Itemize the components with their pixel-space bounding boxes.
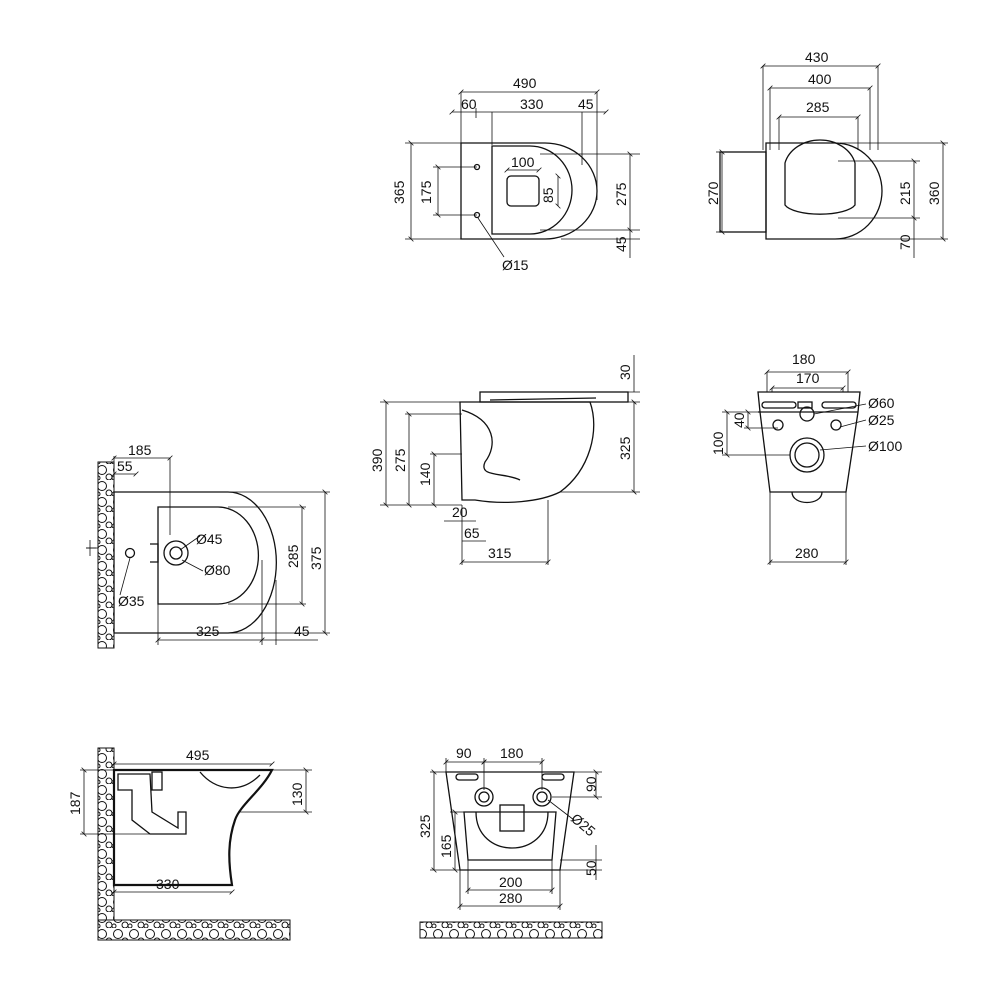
bidet-back-view: 90 180 90 325 165 Ø25 50 200 280 bbox=[417, 745, 603, 939]
bidet-top-view: 185 55 Ø45 Ø80 Ø35 285 375 325 45 bbox=[86, 442, 330, 649]
dim-365: 365 bbox=[391, 180, 407, 204]
dim-30: 30 bbox=[617, 364, 633, 380]
dim-45-bottom: 45 bbox=[613, 236, 629, 252]
dim-45-bidet: 45 bbox=[294, 623, 310, 639]
dim-85: 85 bbox=[540, 187, 556, 203]
dim-90-left: 90 bbox=[456, 745, 472, 761]
dim-70: 70 bbox=[897, 234, 913, 250]
top-bowl-view: 490 60 330 45 100 365 175 85 275 45 Ø15 bbox=[391, 75, 640, 273]
dim-375: 375 bbox=[308, 546, 324, 570]
dim-d80: Ø80 bbox=[204, 562, 231, 578]
dim-215: 215 bbox=[897, 181, 913, 205]
dim-490: 490 bbox=[513, 75, 537, 91]
dim-d35: Ø35 bbox=[118, 593, 145, 609]
dim-45-top: 45 bbox=[578, 96, 594, 112]
dim-200: 200 bbox=[499, 874, 523, 890]
dim-140: 140 bbox=[417, 462, 433, 486]
dim-130: 130 bbox=[289, 782, 305, 806]
dim-330: 330 bbox=[520, 96, 544, 112]
dim-170: 170 bbox=[796, 370, 820, 386]
dim-280-back: 280 bbox=[795, 545, 819, 561]
dim-285: 285 bbox=[806, 99, 830, 115]
dim-187: 187 bbox=[67, 791, 83, 815]
dim-330-bidet: 330 bbox=[156, 876, 180, 892]
dim-165: 165 bbox=[438, 834, 454, 858]
dim-280-bidet: 280 bbox=[499, 890, 523, 906]
dim-65: 65 bbox=[464, 525, 480, 541]
dim-495: 495 bbox=[186, 747, 210, 763]
dim-430: 430 bbox=[805, 49, 829, 65]
dim-d25: Ø25 bbox=[868, 412, 895, 428]
dim-50: 50 bbox=[583, 860, 599, 876]
dim-40: 40 bbox=[731, 412, 747, 428]
dim-d15: Ø15 bbox=[502, 257, 529, 273]
dim-100: 100 bbox=[511, 154, 535, 170]
top-seat-view: 430 400 285 270 215 360 70 bbox=[705, 49, 948, 258]
dim-185: 185 bbox=[128, 442, 152, 458]
dim-175: 175 bbox=[418, 180, 434, 204]
dim-390: 390 bbox=[369, 448, 385, 472]
dim-270: 270 bbox=[705, 181, 721, 205]
dim-100-back: 100 bbox=[710, 431, 726, 455]
dim-325-side: 325 bbox=[617, 436, 633, 460]
dim-d25-bidet: Ø25 bbox=[568, 810, 599, 839]
dim-90-top: 90 bbox=[583, 776, 599, 792]
dim-360: 360 bbox=[926, 181, 942, 205]
back-view: 180 170 40 100 Ø60 Ø25 Ø100 280 bbox=[710, 351, 902, 565]
dim-180-back: 180 bbox=[792, 351, 816, 367]
dim-55: 55 bbox=[117, 458, 133, 474]
dim-325-bidet: 325 bbox=[196, 623, 220, 639]
dim-d100: Ø100 bbox=[868, 438, 902, 454]
bidet-section-view: 495 187 130 330 bbox=[67, 747, 312, 941]
dim-285-bidet: 285 bbox=[285, 544, 301, 568]
dim-400: 400 bbox=[808, 71, 832, 87]
dim-315: 315 bbox=[488, 545, 512, 561]
dim-20: 20 bbox=[452, 504, 468, 520]
dim-d60: Ø60 bbox=[868, 395, 895, 411]
side-bowl-view: 30 390 275 140 20 65 315 325 bbox=[369, 355, 640, 565]
dim-d45: Ø45 bbox=[196, 531, 223, 547]
dim-325-bidet-back: 325 bbox=[417, 814, 433, 838]
dim-60: 60 bbox=[461, 96, 477, 112]
dim-275: 275 bbox=[613, 182, 629, 206]
dim-180-bidet: 180 bbox=[500, 745, 524, 761]
dim-275-side: 275 bbox=[392, 448, 408, 472]
